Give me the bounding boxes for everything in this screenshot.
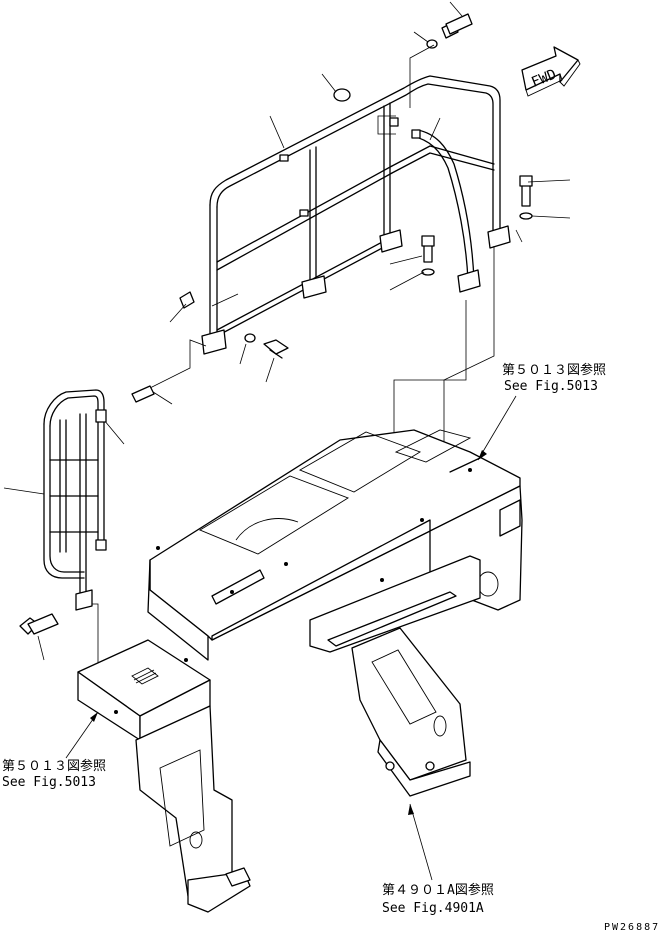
reference-1-jp: 第５０１３図参照	[502, 362, 606, 378]
reference-1-en: See Fig.5013	[504, 379, 598, 394]
bolt-ladder	[19, 613, 59, 635]
forward-arrow: FWD	[521, 46, 581, 97]
ladder-handrail	[43, 385, 155, 611]
reference-callout-1: 第５０１３図参照 See Fig.5013	[477, 362, 606, 461]
bolt-top	[333, 13, 473, 102]
reference-callout-2: 第５０１３図参照 See Fig.5013	[2, 711, 106, 790]
reference-3-jp: 第４９０１A図参照	[382, 882, 494, 898]
main-handrail	[201, 75, 511, 355]
drawing-code: PW26887	[604, 922, 660, 933]
reference-2-jp: 第５０１３図参照	[2, 758, 106, 774]
frame-body	[77, 429, 523, 913]
bolt-right	[519, 175, 533, 220]
reference-callout-3: 第４９０１A図参照 See Fig.4901A	[382, 803, 494, 916]
reference-2-en: See Fig.5013	[2, 775, 96, 790]
reference-3-en: See Fig.4901A	[382, 901, 484, 916]
bolt-left	[179, 291, 289, 359]
leader-lines-top	[3, 1, 571, 712]
bolt-center	[421, 235, 435, 276]
